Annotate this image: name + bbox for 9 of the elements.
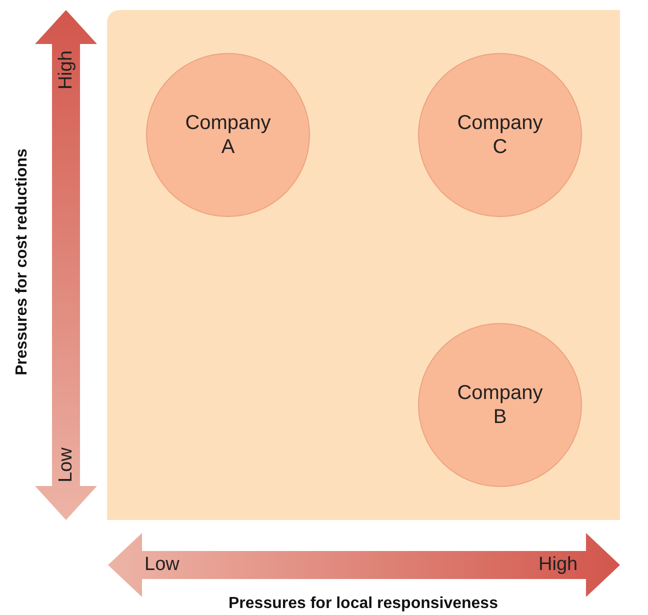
- axis-title: Pressures for local responsiveness: [228, 595, 498, 613]
- node-label: Company B: [456, 381, 544, 429]
- node-label: Company C: [456, 111, 544, 159]
- axis-end-label: Low: [144, 554, 180, 576]
- axis-end-label: High: [55, 50, 78, 90]
- axis-end-label: Low: [54, 448, 77, 482]
- node-label: Company A: [184, 111, 272, 159]
- axis-title: Pressures for cost reductions: [12, 148, 31, 376]
- axis-end-label: High: [538, 554, 578, 576]
